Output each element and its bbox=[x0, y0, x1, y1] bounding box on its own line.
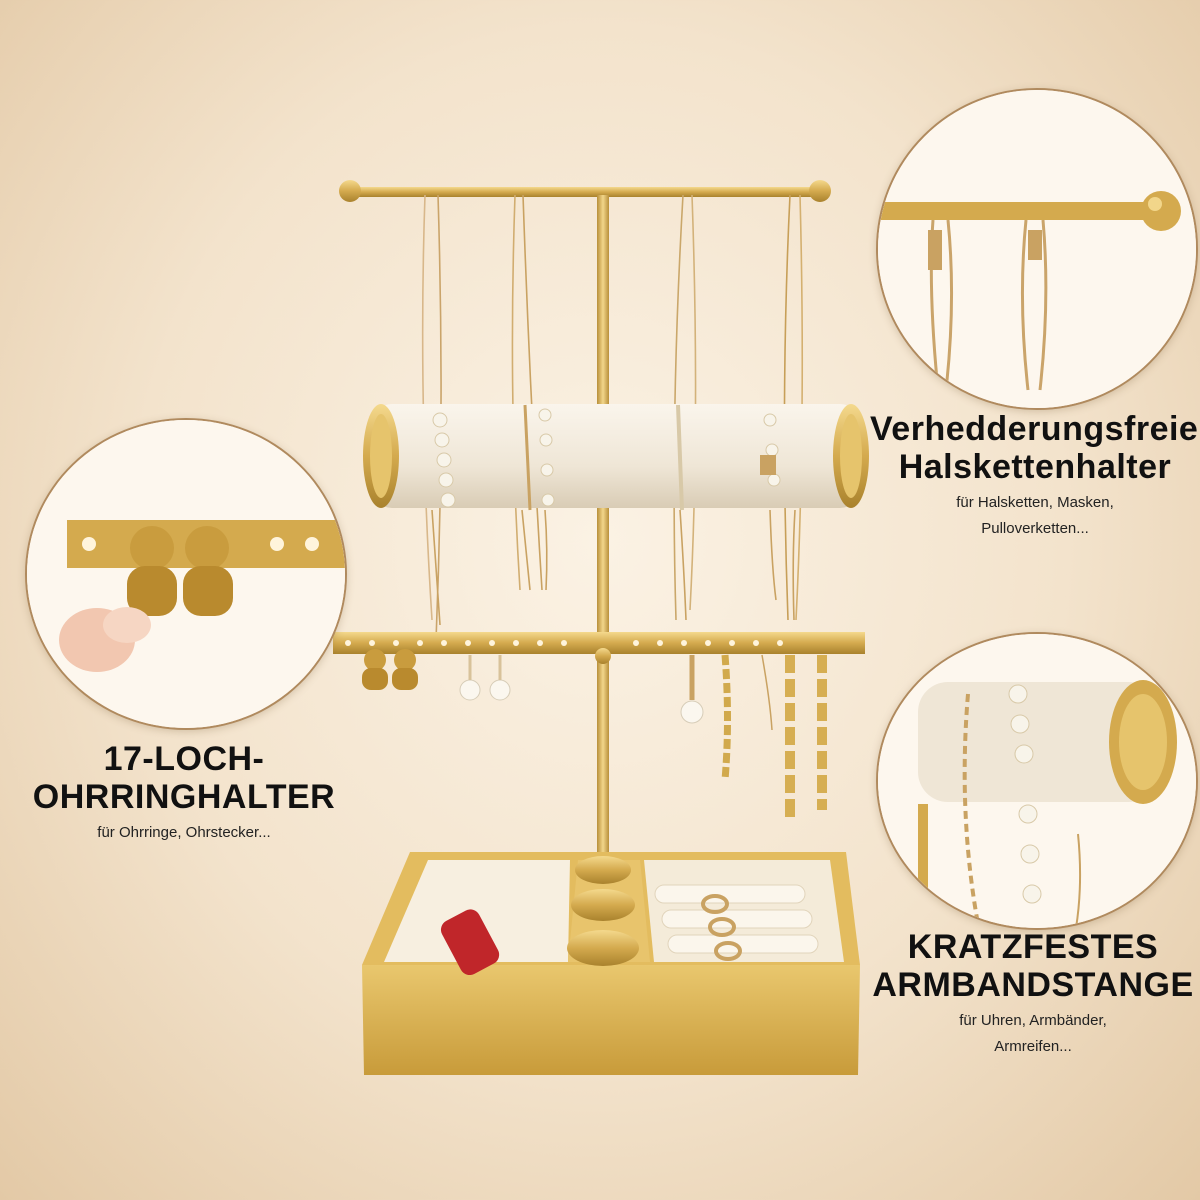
title-line: OHRRINGHALTER bbox=[32, 778, 336, 816]
title-line: KRATZFESTES bbox=[907, 928, 1159, 966]
subtitle-line: für Uhren, Armbänder, bbox=[959, 1012, 1107, 1029]
feature-title-necklace-holder: Verhedderungsfreier Halskettenhalter bbox=[870, 410, 1200, 486]
lower-chains bbox=[431, 509, 796, 626]
subtitle-line: für Ohrringe, Ohrstecker... bbox=[97, 824, 271, 841]
center-pole bbox=[597, 195, 609, 955]
top-t-bar bbox=[339, 180, 831, 202]
title-line: ARMBANDSTANGE bbox=[872, 966, 1194, 1004]
caption-necklace-holder: Verhedderungsfreier Halskettenhalter für… bbox=[870, 410, 1200, 542]
feature-title-bracelet-bar: KRATZFESTES ARMBANDSTANGE bbox=[866, 928, 1200, 1004]
title-line: Verhedderungsfreier bbox=[870, 410, 1200, 448]
subtitle-line: Pulloverketten... bbox=[981, 520, 1089, 537]
caption-earring-holder: 17-LOCH- OHRRINGHALTER für Ohrringe, Ohr… bbox=[10, 740, 358, 846]
hanging-earrings bbox=[362, 649, 827, 820]
title-line: Halskettenhalter bbox=[898, 448, 1172, 486]
feature-subtitle-earring-holder: für Ohrringe, Ohrstecker... bbox=[10, 820, 358, 846]
caption-bracelet-bar: KRATZFESTES ARMBANDSTANGE für Uhren, Arm… bbox=[866, 928, 1200, 1060]
earring-bar bbox=[333, 632, 865, 664]
subtitle-line: Armreifen... bbox=[994, 1038, 1072, 1055]
necklace-holder-detail-image bbox=[878, 90, 1196, 408]
ring-tray bbox=[362, 852, 860, 1075]
subtitle-line: für Halsketten, Masken, bbox=[956, 494, 1114, 511]
bracelet-bar-detail-image bbox=[878, 634, 1196, 928]
velvet-bracelet-bar bbox=[363, 404, 869, 511]
detail-circle-bracelet-bar bbox=[876, 632, 1198, 930]
earring-holder-detail-image bbox=[27, 420, 345, 728]
feature-subtitle-bracelet-bar: für Uhren, Armbänder, Armreifen... bbox=[866, 1008, 1200, 1060]
feature-subtitle-necklace-holder: für Halsketten, Masken, Pulloverketten..… bbox=[870, 490, 1200, 542]
feature-title-earring-holder: 17-LOCH- OHRRINGHALTER bbox=[10, 740, 358, 816]
detail-circle-earring-holder bbox=[25, 418, 347, 730]
detail-circle-necklace-holder bbox=[876, 88, 1198, 410]
title-line: 17-LOCH- bbox=[103, 740, 265, 778]
